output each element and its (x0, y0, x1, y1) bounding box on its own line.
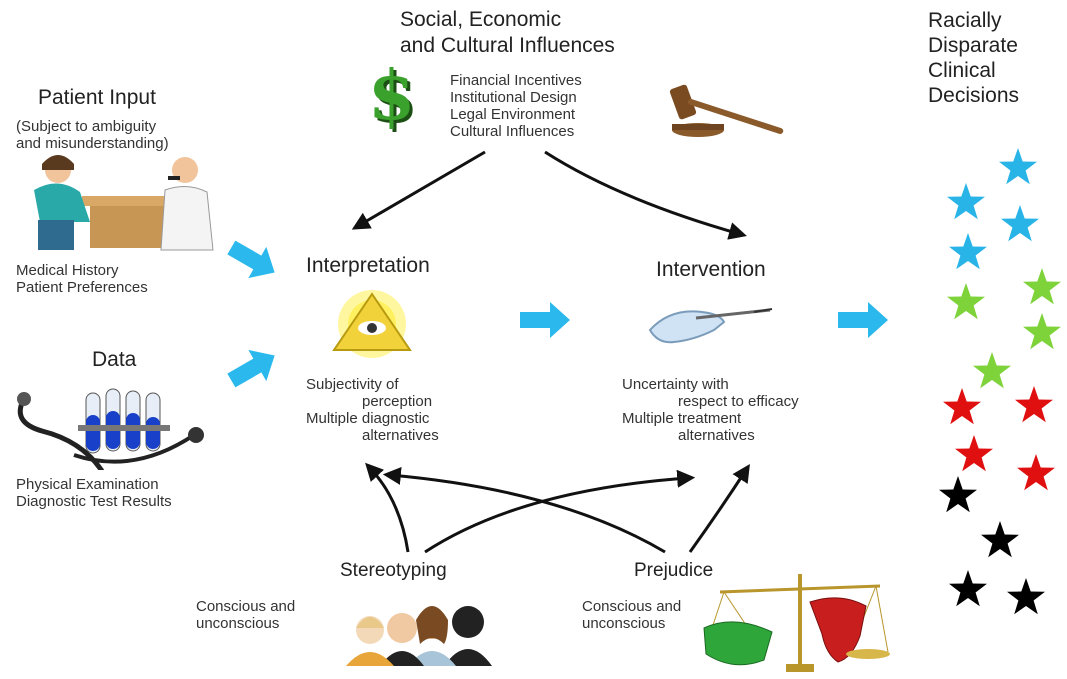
doctor-patient-illustration (34, 155, 214, 251)
block-arrow (227, 349, 275, 388)
patient-input-note-line: and misunderstanding) (16, 135, 169, 152)
data-items: Physical Examination Diagnostic Test Res… (16, 476, 172, 510)
social-item: Legal Environment (450, 106, 576, 123)
star-icon (981, 521, 1019, 558)
outcome-title-line: Clinical (928, 59, 996, 82)
outcome-title-line: Racially (928, 9, 1002, 32)
gavel-icon (669, 84, 784, 137)
social-item: Cultural Influences (450, 123, 575, 140)
test-tubes-stethoscope-icon (17, 388, 204, 470)
interpretation-line: perception (362, 393, 433, 410)
intervention-line: respect to efficacy (678, 393, 799, 410)
social-items: Financial Incentives Institutional Desig… (450, 72, 582, 140)
curved-arrow (544, 150, 747, 240)
block-arrow (520, 302, 570, 338)
outcome-title-line: Decisions (928, 84, 1020, 107)
prejudice-note: Conscious and unconscious (582, 598, 681, 632)
interpretation-title: Interpretation (306, 254, 430, 277)
social-item: Institutional Design (450, 89, 577, 106)
block-arrow (838, 302, 888, 338)
star-icon (1007, 578, 1045, 615)
star-icon (947, 283, 985, 320)
outcome-title: Racially Disparate Clinical Decisions (928, 8, 1019, 108)
data-item: Diagnostic Test Results (16, 493, 172, 510)
patient-input-note-line: (Subject to ambiguity (16, 118, 157, 135)
star-icon (999, 148, 1037, 185)
intervention-line: Multiple treatment (622, 410, 742, 427)
interpretation-text: Subjectivity of perception Multiple diag… (306, 376, 439, 444)
patient-input-title: Patient Input (38, 86, 156, 109)
outcome-title-line: Disparate (928, 34, 1018, 57)
star-icon (939, 476, 977, 513)
stereotyping-note-line: unconscious (196, 615, 280, 632)
star-icon (949, 570, 987, 607)
patient-input-items: Medical History Patient Preferences (16, 262, 148, 296)
dollar-sign-icon: $ (368, 56, 416, 136)
curved-arrow (688, 463, 750, 553)
social-title-line2: and Cultural Influences (400, 34, 615, 57)
star-icon (1023, 268, 1061, 305)
interpretation-line: Subjectivity of (306, 376, 399, 393)
stereotyping-note: Conscious and unconscious (196, 598, 295, 632)
star-icon (955, 435, 993, 472)
curved-arrow (424, 469, 696, 554)
interpretation-line: alternatives (362, 427, 439, 444)
intervention-text: Uncertainty with respect to efficacy Mul… (622, 376, 799, 444)
intervention-line: Uncertainty with (622, 376, 729, 393)
stereotyping-note-line: Conscious and (196, 598, 296, 615)
curved-arrow (382, 466, 666, 554)
social-item: Financial Incentives (450, 72, 582, 89)
star-icon (1017, 454, 1055, 491)
prejudice-title: Prejudice (634, 560, 714, 581)
star-icon (1015, 386, 1053, 423)
stereotyping-title: Stereotyping (340, 560, 447, 581)
interpretation-line: Multiple diagnostic (306, 410, 430, 427)
star-icon (973, 352, 1011, 389)
social-title-line1: Social, Economic (400, 8, 562, 31)
scale-with-continents-icon (703, 574, 890, 672)
eye-triangle-icon (332, 290, 412, 358)
data-title: Data (92, 348, 137, 371)
star-icon (947, 183, 985, 220)
prejudice-note-line: Conscious and (582, 598, 682, 615)
patient-input-item: Medical History (16, 262, 119, 279)
star-icon (949, 233, 987, 270)
block-arrow (227, 240, 275, 279)
star-icon (1023, 313, 1061, 350)
star-icon (1001, 205, 1039, 242)
patient-input-note: (Subject to ambiguity and misunderstandi… (16, 118, 169, 152)
intervention-line: alternatives (678, 427, 755, 444)
people-group-icon (346, 606, 492, 666)
curved-arrow (351, 150, 486, 230)
gloved-hand-scalpel-icon (648, 308, 773, 344)
intervention-title: Intervention (656, 258, 766, 281)
prejudice-note-line: unconscious (582, 615, 666, 632)
data-item: Physical Examination (16, 476, 159, 493)
patient-input-item: Patient Preferences (16, 279, 148, 296)
star-icon (943, 388, 981, 425)
curved-arrow (365, 462, 410, 553)
